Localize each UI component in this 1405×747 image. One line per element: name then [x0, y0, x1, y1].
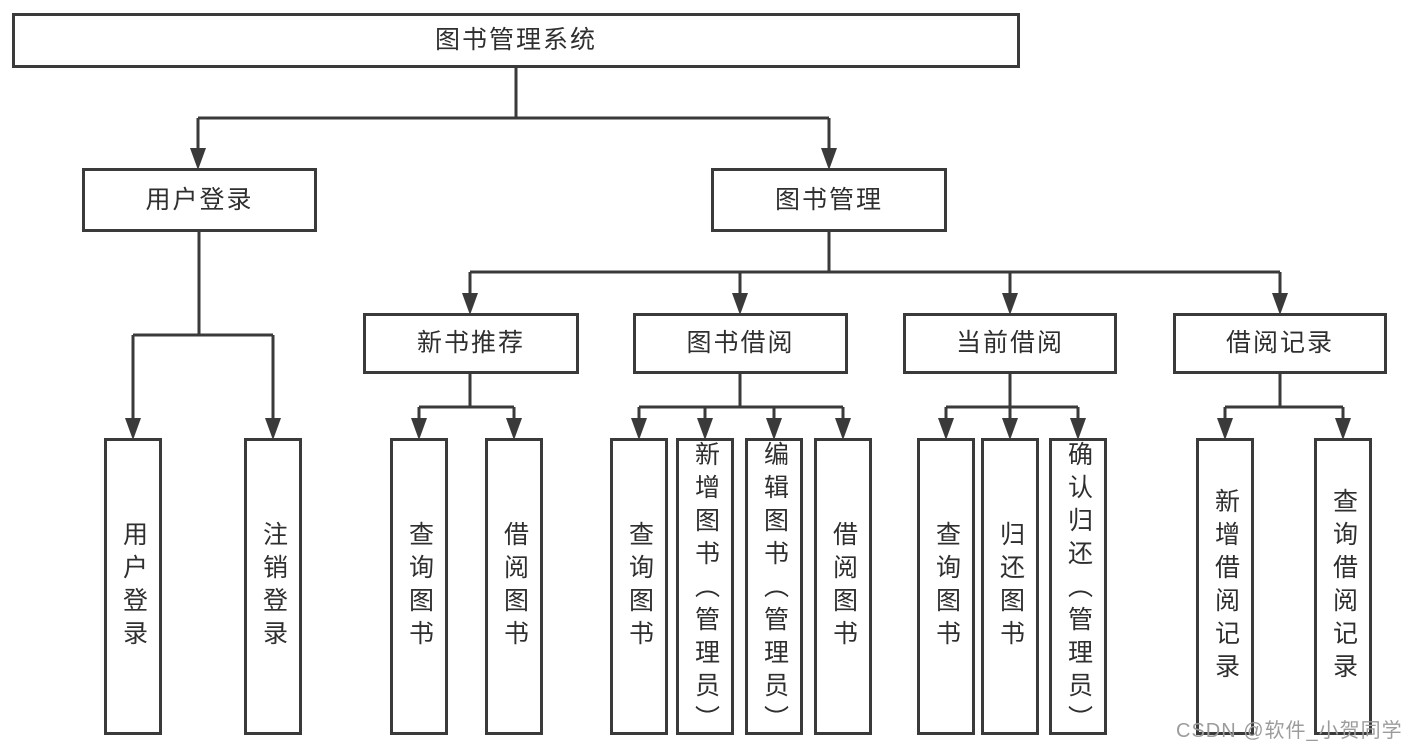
node-user-login: 用户登录 — [82, 168, 317, 232]
node-borrow-records: 借阅记录 — [1173, 313, 1387, 374]
node-root: 图书管理系统 — [12, 13, 1020, 68]
leaf-borrow-query-book: 查询图书 — [610, 438, 668, 735]
node-book-management: 图书管理 — [711, 168, 947, 232]
leaf-edit-book-admin: 编辑图书（管理员） — [745, 438, 803, 738]
leaf-borrow-book: 借阅图书 — [814, 438, 872, 735]
leaf-add-borrow-record: 新增借阅记录 — [1196, 438, 1254, 735]
leaf-user-login: 用户登录 — [104, 438, 162, 735]
leaf-current-query-book: 查询图书 — [917, 438, 975, 735]
node-current-borrow: 当前借阅 — [903, 313, 1117, 374]
node-new-book-recommend: 新书推荐 — [363, 313, 579, 374]
leaf-newbooks-borrow-book: 借阅图书 — [485, 438, 543, 735]
arrowhead-icons — [125, 148, 1351, 440]
leaf-return-book: 归还图书 — [981, 438, 1039, 735]
leaf-add-book-admin: 新增图书（管理员） — [676, 438, 734, 738]
csdn-watermark: CSDN @软件_小贺同学 — [1176, 720, 1403, 742]
node-book-borrow: 图书借阅 — [633, 313, 848, 374]
leaf-confirm-return-admin: 确认归还（管理员） — [1049, 438, 1107, 738]
leaf-query-borrow-record: 查询借阅记录 — [1314, 438, 1372, 735]
leaf-newbooks-query-book: 查询图书 — [390, 438, 448, 735]
leaf-logout: 注销登录 — [244, 438, 302, 735]
